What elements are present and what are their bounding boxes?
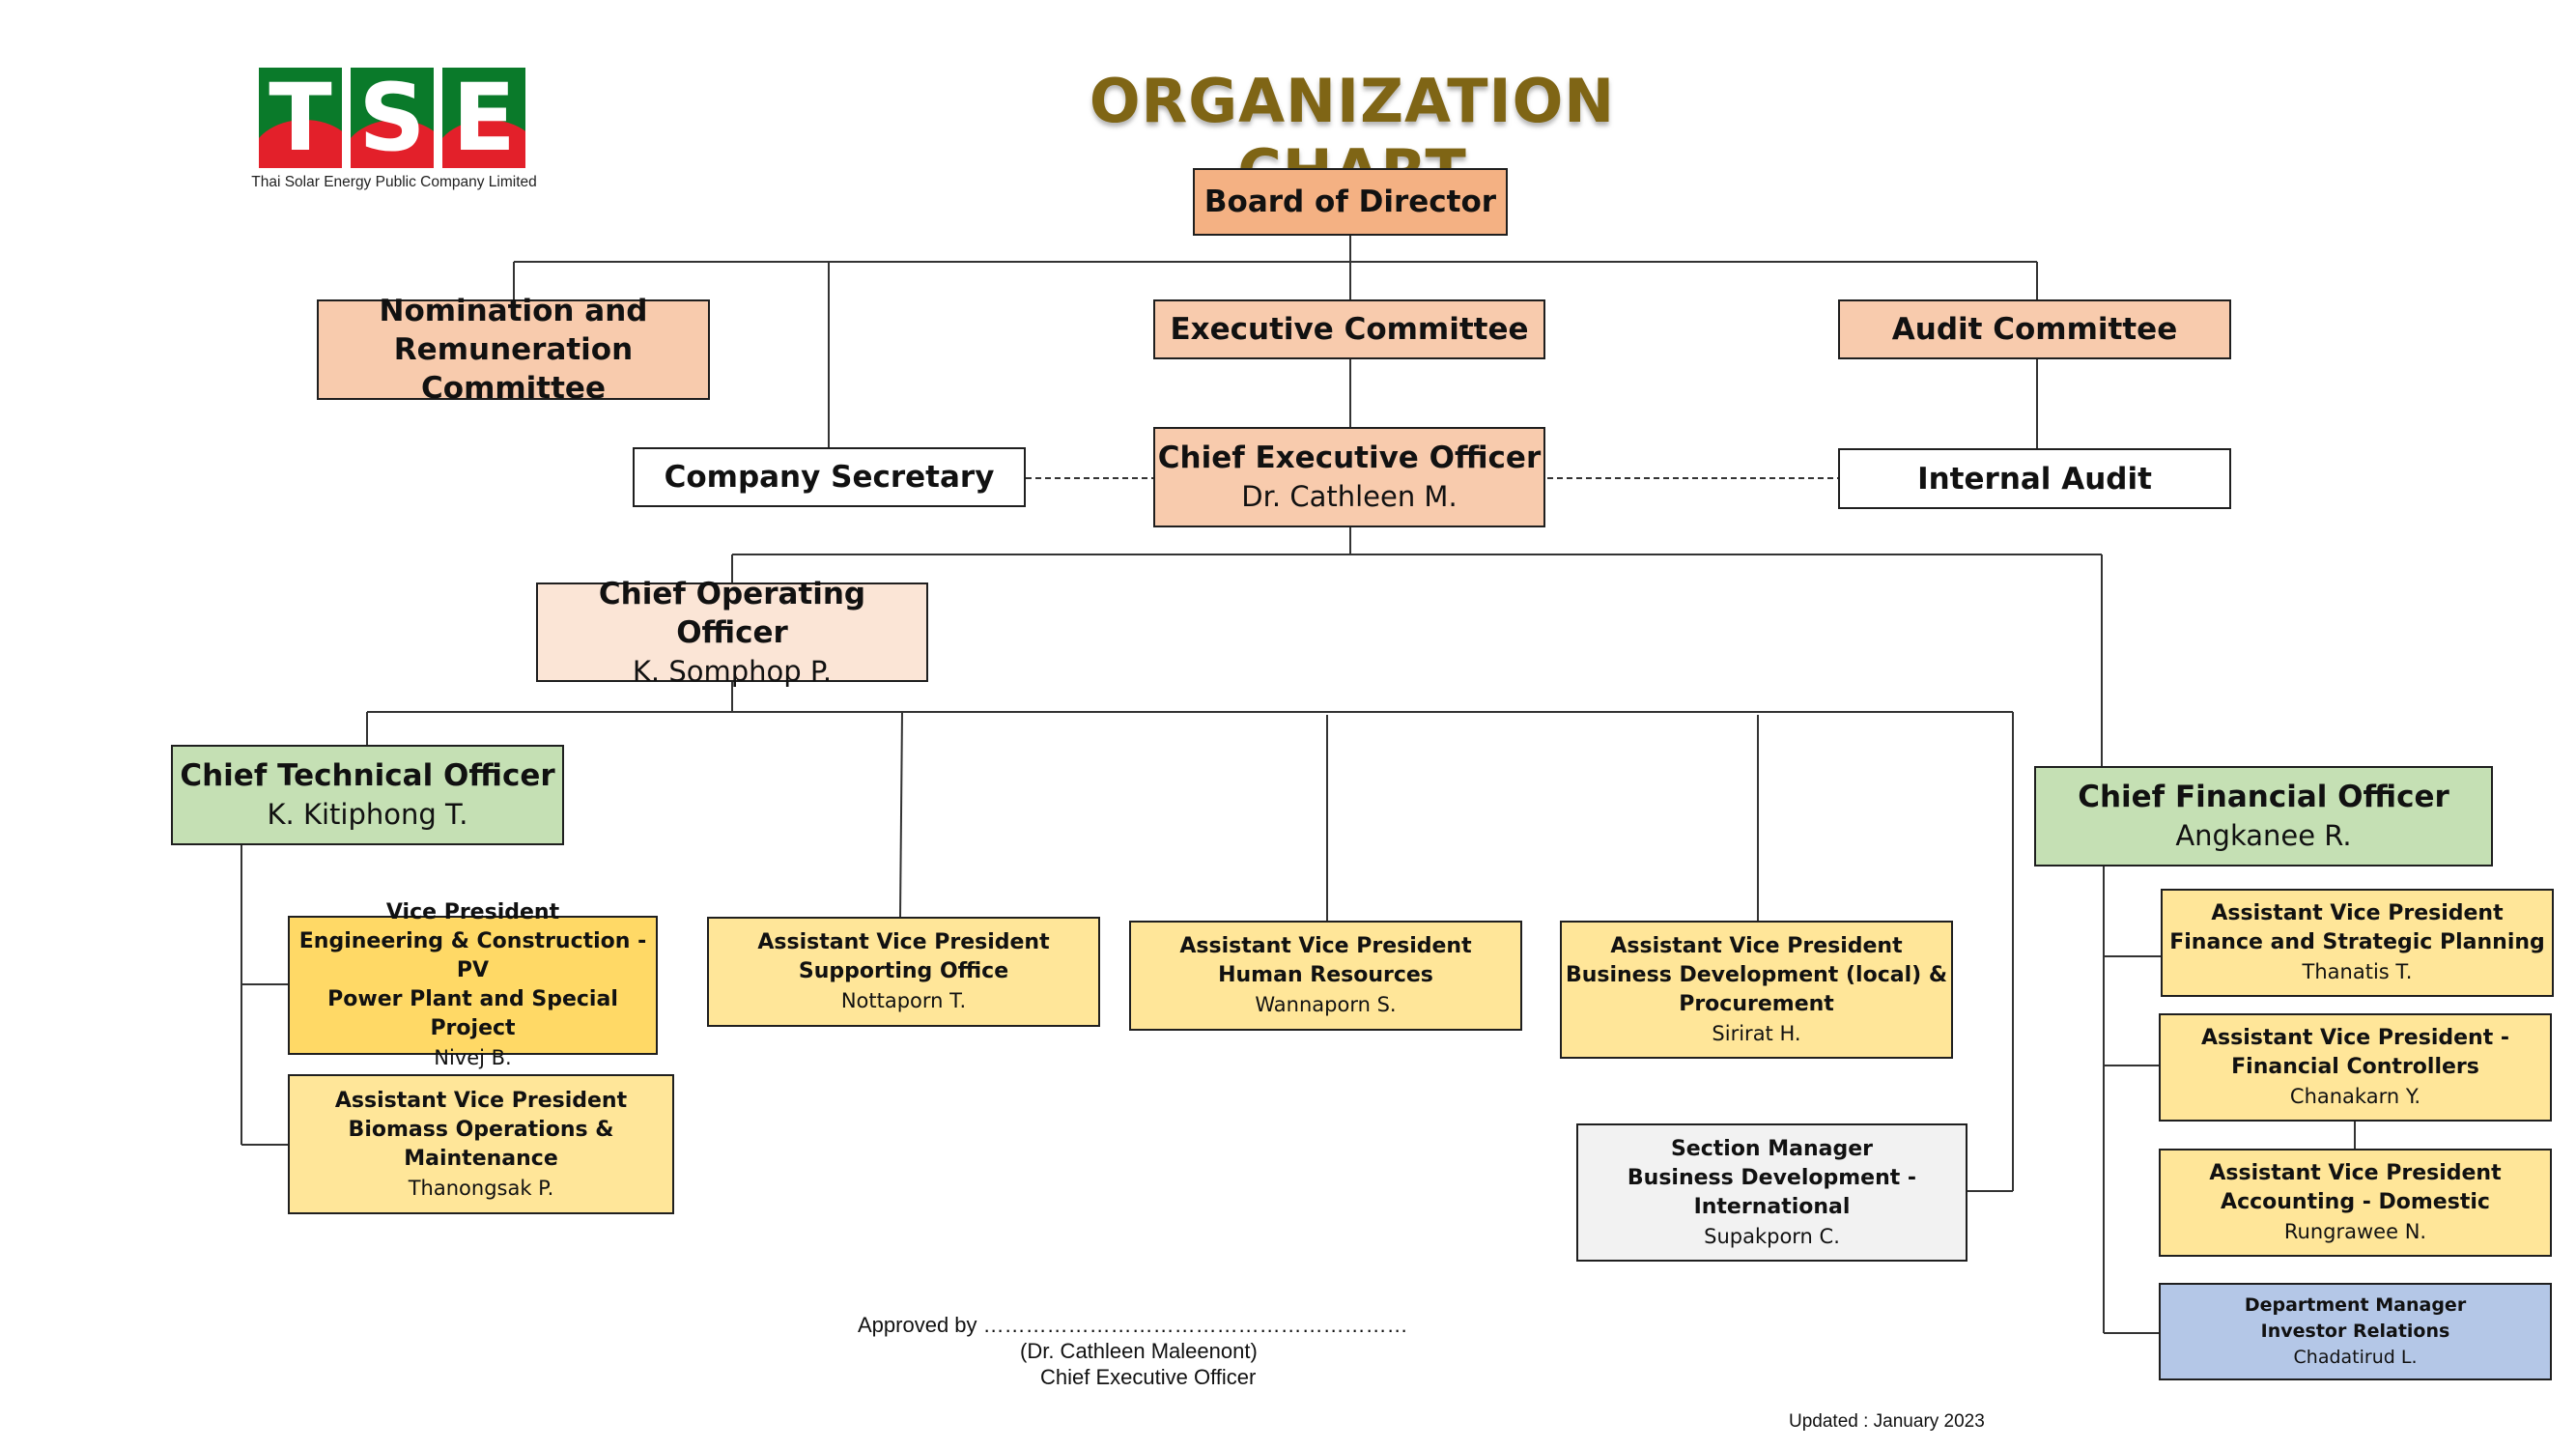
- internal-audit-box: Internal Audit: [1838, 448, 2231, 509]
- person-name: Nivej B.: [434, 1046, 512, 1069]
- box-title: Assistant Vice President: [1610, 933, 1903, 958]
- audit-committee-box: Audit Committee: [1838, 299, 2231, 359]
- company-secretary-box: Company Secretary: [633, 447, 1026, 507]
- box-title: Assistant Vice President: [1179, 934, 1472, 958]
- box-title: Procurement: [1679, 991, 1834, 1016]
- person-name: Chanakarn Y.: [2289, 1085, 2421, 1108]
- box-title: Finance and Strategic Planning: [2169, 930, 2545, 954]
- avp-finance-box: Assistant Vice President Finance and Str…: [2161, 889, 2554, 997]
- person-name: Rungrawee N.: [2283, 1220, 2427, 1243]
- updated-date: Updated : January 2023: [1789, 1411, 1985, 1432]
- box-title: Chief Executive Officer: [1157, 440, 1542, 475]
- section-manager-intl-box: Section Manager Business Development - I…: [1576, 1123, 1967, 1262]
- logo-letter-e: E: [442, 68, 525, 168]
- box-title: Business Development -: [1627, 1165, 1917, 1190]
- box-title: Audit Committee: [1891, 312, 2178, 347]
- person-name: Dr. Cathleen M.: [1241, 480, 1458, 513]
- person-name: Wannaporn S.: [1255, 993, 1397, 1016]
- box-title: Board of Director: [1203, 185, 1497, 219]
- box-title: Remuneration Committee: [393, 332, 634, 406]
- dm-investor-relations-box: Department Manager Investor Relations Ch…: [2159, 1283, 2552, 1380]
- box-title: Assistant Vice President: [334, 1088, 628, 1113]
- person-name: Thanongsak P.: [408, 1176, 554, 1200]
- box-title: Investor Relations: [2260, 1321, 2450, 1342]
- nomination-committee-box: Nomination and Remuneration Committee: [317, 294, 710, 406]
- person-name: Angkanee R.: [2175, 819, 2352, 852]
- person-name: K. Somphop P.: [632, 654, 833, 688]
- logo-letter-t: T: [259, 68, 342, 168]
- box-title: Business Development (local) &: [1565, 962, 1948, 987]
- avp-financial-controllers-box: Assistant Vice President - Financial Con…: [2159, 1013, 2552, 1122]
- avp-human-resources-box: Assistant Vice President Human Resources…: [1129, 921, 1522, 1031]
- avp-business-development-box: Assistant Vice President Business Develo…: [1560, 921, 1953, 1059]
- avp-accounting-box: Assistant Vice President Accounting - Do…: [2159, 1149, 2552, 1257]
- box-title: Chief Technical Officer: [180, 758, 555, 793]
- box-title: Supporting Office: [798, 959, 1009, 983]
- coo-box: Chief Operating Officer K. Somphop P.: [536, 577, 928, 688]
- box-title: Nomination and: [379, 294, 648, 328]
- box-title: Chief Operating Officer: [598, 576, 866, 650]
- connector-line: [899, 711, 903, 919]
- logo-company-name: Thai Solar Energy Public Company Limited: [251, 174, 537, 190]
- box-title: Biomass Operations &: [348, 1117, 614, 1142]
- ceo-box: Chief Executive Officer Dr. Cathleen M.: [1153, 427, 1545, 527]
- person-name: Sirirat H.: [1712, 1021, 1801, 1045]
- box-title: Assistant Vice President: [757, 930, 1050, 954]
- avp-supporting-office-box: Assistant Vice President Supporting Offi…: [707, 917, 1100, 1027]
- box-title: Company Secretary: [664, 460, 995, 495]
- box-title: International: [1693, 1194, 1851, 1219]
- box-title: Department Manager: [2244, 1294, 2467, 1316]
- box-title: Internal Audit: [1917, 461, 2152, 497]
- person-name: Supakporn C.: [1704, 1224, 1840, 1248]
- cto-box: Chief Technical Officer K. Kitiphong T.: [171, 745, 564, 845]
- person-name: Nottaporn T.: [840, 989, 967, 1012]
- box-title: Assistant Vice President: [2209, 1161, 2502, 1185]
- box-title: Vice President: [385, 900, 560, 924]
- box-title: Assistant Vice President -: [2200, 1026, 2510, 1050]
- logo-letter-s: S: [351, 68, 434, 168]
- board-of-director-box: Board of Director: [1193, 168, 1508, 236]
- executive-committee-box: Executive Committee: [1153, 299, 1545, 359]
- box-title: Accounting - Domestic: [2221, 1190, 2490, 1214]
- box-title: Maintenance: [404, 1146, 558, 1171]
- box-title: Financial Controllers: [2231, 1055, 2479, 1079]
- box-title: Section Manager: [1670, 1136, 1874, 1161]
- approved-by: Approved by ……………………………………………………: [858, 1313, 1408, 1337]
- box-title: Chief Financial Officer: [2078, 780, 2449, 814]
- box-title: Engineering & Construction - PV: [298, 929, 647, 982]
- box-title: Assistant Vice President: [2211, 901, 2504, 925]
- box-title: Executive Committee: [1170, 312, 1529, 347]
- avp-biomass-box: Assistant Vice President Biomass Operati…: [288, 1074, 674, 1214]
- approver-name: (Dr. Cathleen Maleenont): [1020, 1339, 1258, 1363]
- approver-position: Chief Executive Officer: [1040, 1365, 1257, 1389]
- company-logo: T S E Thai Solar Energy Public Company L…: [240, 68, 549, 203]
- box-title: Power Plant and Special Project: [327, 987, 618, 1040]
- vp-engineering-box: Vice President Engineering & Constructio…: [288, 900, 658, 1069]
- person-name: K. Kitiphong T.: [267, 798, 468, 831]
- logo-mark: T S E: [259, 68, 525, 168]
- person-name: Thanatis T.: [2302, 960, 2413, 983]
- cfo-box: Chief Financial Officer Angkanee R.: [2034, 766, 2493, 867]
- person-name: Chadatirud L.: [2293, 1347, 2418, 1368]
- box-title: Human Resources: [1218, 963, 1433, 987]
